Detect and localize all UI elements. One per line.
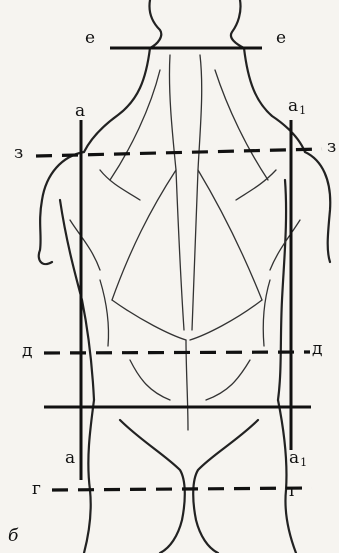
label-z-left: з [14, 145, 23, 162]
label-a1-bottom-sub: 1 [300, 456, 307, 469]
label-a1-top-sub: 1 [299, 104, 306, 117]
label-a-top: а [75, 103, 85, 120]
label-a-bottom: а [65, 450, 75, 467]
label-d-left: д [22, 343, 32, 360]
label-a1-top-base: а [288, 96, 298, 116]
label-d-right: д [312, 341, 322, 358]
label-a1-top: а1 [288, 98, 306, 116]
line-d [44, 352, 310, 353]
label-g-left: г [32, 481, 41, 498]
label-g-right: г [289, 483, 298, 500]
label-a1-bottom: а1 [289, 450, 307, 468]
label-e-right: е [276, 30, 286, 47]
label-e-left: е [85, 30, 95, 47]
label-z-right: з [327, 139, 336, 156]
muscle-lines [70, 55, 300, 430]
dashed-lines [36, 149, 322, 490]
label-a1-bottom-base: а [289, 448, 299, 468]
line-g [52, 488, 312, 490]
figure-letter: б [8, 528, 18, 545]
